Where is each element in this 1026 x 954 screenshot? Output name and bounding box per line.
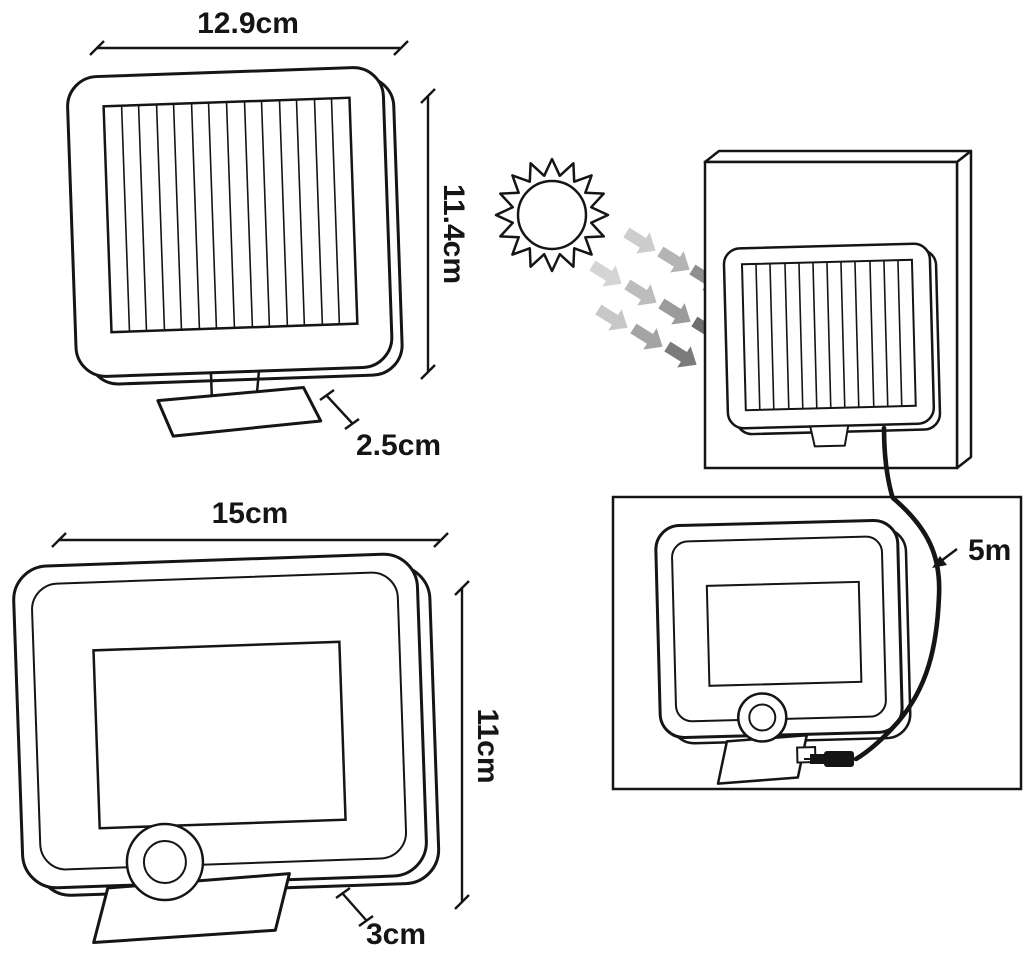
sunlight-arrow — [657, 246, 690, 273]
cable-length-dimension: 5m — [932, 534, 1011, 568]
solar-panel-cell-lines — [120, 98, 341, 332]
cable-upper — [881, 425, 896, 502]
panel-base-depth-dimension: 2.5cm — [319, 389, 441, 462]
dc-plug-body — [824, 751, 854, 767]
sunlight-arrow — [624, 279, 657, 306]
installation-scene-solar — [494, 149, 973, 502]
panel-height-label: 11.4cm — [437, 184, 470, 284]
floodlight-outline — [12, 552, 428, 890]
dimension-line — [51, 532, 449, 548]
wall-top-edge — [703, 149, 973, 164]
floodlight-height-label: 11cm — [471, 708, 504, 783]
mounted-floodlight-lamp-face — [705, 580, 863, 687]
sun-disc — [516, 179, 588, 251]
mounted-panel-cell-lines — [755, 260, 903, 410]
floodlight-base-depth-label: 3cm — [366, 918, 426, 951]
floodlight-width-dimension: 15cm — [51, 497, 449, 548]
dimension-line — [319, 389, 360, 430]
panel-height-dimension: 11.4cm — [420, 88, 470, 380]
dimension-line — [335, 887, 374, 927]
dimension-line — [454, 580, 470, 910]
cable-arrow-head — [932, 556, 947, 568]
floodlight-base-depth-dimension: 3cm — [335, 887, 426, 951]
floodlight-front-view — [12, 552, 441, 945]
panel-base-depth-label: 2.5cm — [356, 429, 441, 462]
dc-plug — [804, 751, 854, 767]
panel-width-label: 12.9cm — [197, 7, 299, 40]
floodlight-height-dimension: 11cm — [454, 580, 504, 910]
solar-panel-stand-base — [156, 386, 323, 438]
sunlight-arrow — [630, 323, 663, 350]
sunlight-arrow — [664, 341, 697, 368]
sunlight-arrow — [589, 260, 622, 287]
floodlight-lamp-face — [92, 640, 347, 830]
cable-length-label: 5m — [968, 534, 1011, 567]
sunlight-arrow — [595, 304, 628, 331]
sun-icon — [494, 157, 610, 273]
floodlight-inner-frame — [31, 571, 408, 871]
mounted-motion-sensor-housing — [737, 692, 788, 743]
cable-lower — [853, 495, 942, 762]
mounted-solar-panel — [722, 242, 942, 448]
installation-scene-light: 5m — [611, 495, 1023, 791]
solar-panel-front-view — [66, 66, 404, 438]
mounted-motion-sensor-lens — [748, 703, 777, 732]
mounted-floodlight — [654, 518, 912, 785]
motion-sensor-housing — [125, 822, 205, 902]
motion-sensor-lens — [142, 840, 187, 885]
floodlight-width-label: 15cm — [212, 497, 289, 530]
dimension-line — [420, 88, 436, 380]
solar-panel-outline — [66, 66, 394, 378]
dimension-line — [89, 40, 409, 56]
wall-side-edge — [955, 149, 973, 470]
mounted-panel-bracket — [809, 424, 850, 448]
cable-arrow-line — [940, 548, 958, 562]
dc-plug-tip — [810, 754, 826, 764]
panel-width-dimension: 12.9cm — [89, 7, 409, 56]
sunlight-arrows — [589, 227, 724, 368]
sunlight-arrow — [658, 298, 691, 325]
mounted-floodlight-bracket — [716, 734, 809, 785]
sunlight-arrow — [623, 227, 656, 254]
